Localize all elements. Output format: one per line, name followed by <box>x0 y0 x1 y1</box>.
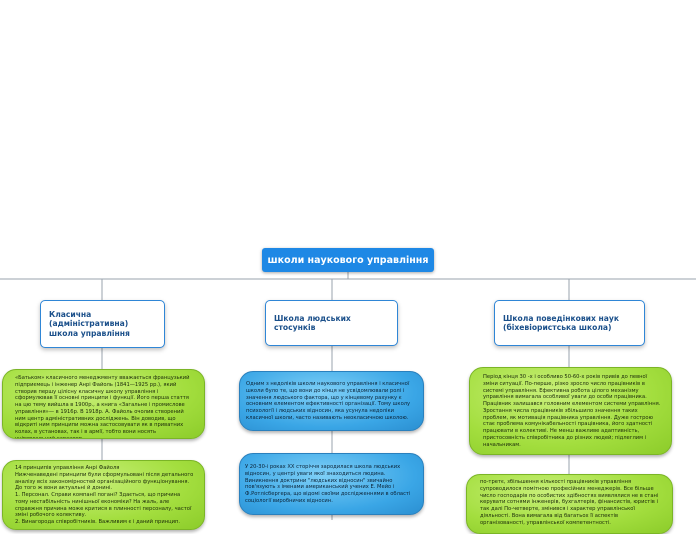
branch-behavioral-school-title: Школа поведінкових наук (біхевіористська… <box>503 313 619 332</box>
root-topic[interactable]: школи наукового управління <box>262 248 434 272</box>
leaf-behavioral-period-text: Період кінця 30 -х і особливо 50-60-х ро… <box>483 374 661 448</box>
leaf-fayol-principles-text: 14 принципів управління Анрі Файоля Нижч… <box>15 465 194 525</box>
leaf-fayol-intro-text: «Батьком» класичного менеджменту вважаєт… <box>15 375 190 439</box>
leaf-fayol-intro[interactable]: «Батьком» класичного менеджменту вважаєт… <box>2 369 205 439</box>
leaf-human-relations-origin[interactable]: У 20-30-і роках XX сторіччя зародилася ш… <box>239 453 424 515</box>
leaf-neoclassical-school[interactable]: Одним з недоліків школи наукового управл… <box>239 371 424 431</box>
branch-human-relations-school[interactable]: Школа людських стосунків <box>265 300 398 346</box>
branch-human-relations-school-title: Школа людських стосунків <box>274 313 351 332</box>
leaf-behavioral-period[interactable]: Період кінця 30 -х і особливо 50-60-х ро… <box>469 367 672 455</box>
branch-classical-school[interactable]: Класична (адміністративна) школа управлі… <box>40 300 165 348</box>
root-topic-title: школи наукового управління <box>267 254 429 266</box>
leaf-fayol-principles[interactable]: 14 принципів управління Анрі Файоля Нижч… <box>2 460 205 530</box>
leaf-human-relations-origin-text: У 20-30-і роках XX сторіччя зародилася ш… <box>245 464 411 504</box>
leaf-neoclassical-school-text: Одним з недоліків школи наукового управл… <box>246 381 411 421</box>
leaf-behavioral-managers[interactable]: по-третє, збільшення кількості працівник… <box>466 474 673 534</box>
branch-classical-school-title: Класична (адміністративна) школа управлі… <box>49 309 130 338</box>
leaf-behavioral-managers-text: по-третє, збільшення кількості працівник… <box>480 479 659 526</box>
branch-behavioral-school[interactable]: Школа поведінкових наук (біхевіористська… <box>494 300 645 346</box>
